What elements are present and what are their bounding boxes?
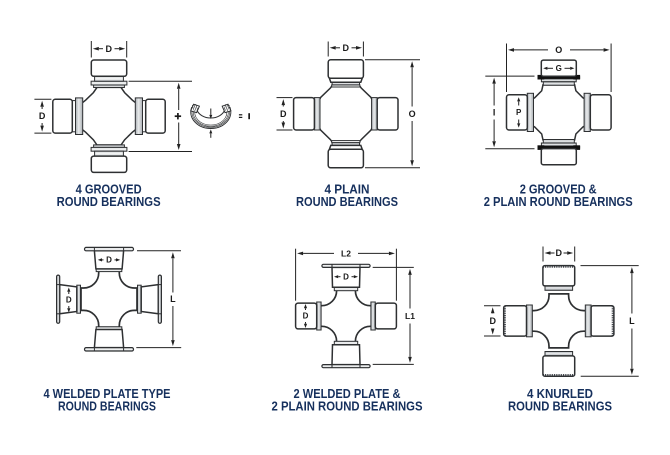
svg-text:I: I <box>493 107 496 117</box>
svg-text:O: O <box>555 45 562 55</box>
svg-text:4 KNURLED: 4 KNURLED <box>527 386 593 401</box>
svg-text:4 WELDED PLATE TYPE: 4 WELDED PLATE TYPE <box>44 386 171 401</box>
svg-text:L2: L2 <box>341 249 351 259</box>
svg-text:ROUND BEARINGS: ROUND BEARINGS <box>296 194 398 209</box>
svg-text:D: D <box>343 272 349 281</box>
svg-text:D: D <box>106 256 112 265</box>
svg-text:D: D <box>106 44 113 54</box>
svg-text:D: D <box>280 109 287 119</box>
svg-text:G: G <box>556 64 562 73</box>
svg-text:D: D <box>66 296 72 305</box>
svg-text:2 WELDED PLATE &: 2 WELDED PLATE & <box>294 386 401 401</box>
svg-text:2 PLAIN ROUND BEARINGS: 2 PLAIN ROUND BEARINGS <box>484 194 633 209</box>
svg-text:ROUND BEARINGS: ROUND BEARINGS <box>508 399 612 414</box>
svg-text:2 PLAIN ROUND BEARINGS: 2 PLAIN ROUND BEARINGS <box>272 399 423 414</box>
svg-text:P: P <box>516 108 522 117</box>
svg-text:ROUND BEARINGS: ROUND BEARINGS <box>58 399 156 414</box>
svg-text:D: D <box>489 316 496 326</box>
svg-text:L: L <box>629 316 635 326</box>
svg-text:4 PLAIN: 4 PLAIN <box>325 182 370 197</box>
svg-text:4 GROOVED: 4 GROOVED <box>76 182 142 197</box>
svg-text:D: D <box>556 248 563 258</box>
svg-text:D: D <box>303 312 309 321</box>
svg-text:L1: L1 <box>405 311 415 321</box>
svg-text:D: D <box>39 111 46 121</box>
svg-text:O: O <box>409 109 416 119</box>
svg-text:L: L <box>170 294 176 304</box>
svg-text:2 GROOVED &: 2 GROOVED & <box>520 182 597 197</box>
svg-text:ROUND BEARINGS: ROUND BEARINGS <box>57 194 161 209</box>
svg-text:D: D <box>343 43 350 53</box>
